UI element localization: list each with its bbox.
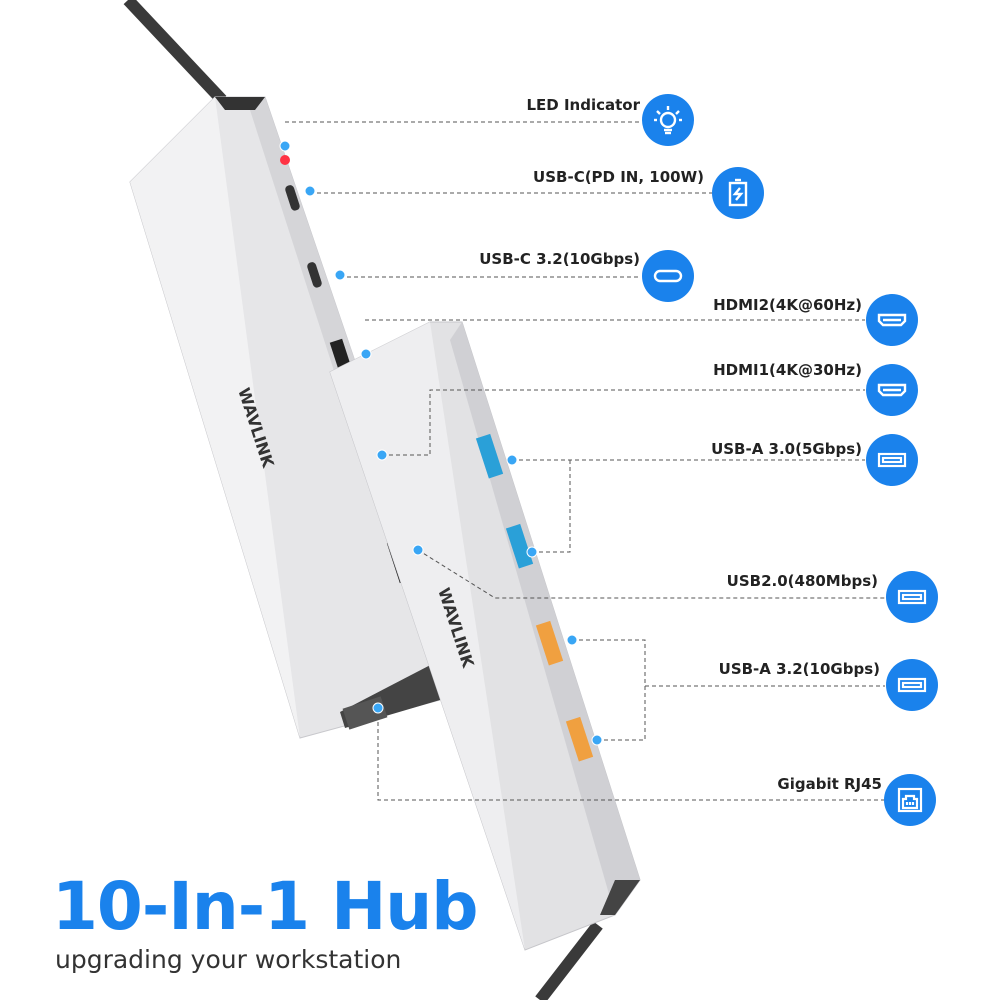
usb-a-port-icon xyxy=(866,434,918,486)
label-hdmi1: HDMI1(4K@30Hz) xyxy=(713,361,862,379)
lightbulb-icon xyxy=(642,94,694,146)
label-hdmi2: HDMI2(4K@60Hz) xyxy=(713,296,862,314)
usb-c-port-icon xyxy=(642,250,694,302)
label-usb-c-pd: USB-C(PD IN, 100W) xyxy=(533,168,704,186)
usb-a-port-icon xyxy=(886,571,938,623)
headline: 10-In-1 Hub xyxy=(52,868,479,945)
callout-dots xyxy=(279,140,603,746)
label-usb-a-30: USB-A 3.0(5Gbps) xyxy=(711,440,862,458)
label-rj45: Gigabit RJ45 xyxy=(777,775,882,793)
ethernet-port-icon xyxy=(884,774,936,826)
callout-lines xyxy=(285,121,885,801)
usb-a-port-icon xyxy=(886,659,938,711)
label-usb-a-32: USB-A 3.2(10Gbps) xyxy=(718,660,880,678)
hdmi-port-icon xyxy=(866,364,918,416)
label-usb-c-32: USB-C 3.2(10Gbps) xyxy=(479,250,640,268)
subheadline: upgrading your workstation xyxy=(55,945,402,974)
cable-top xyxy=(123,0,227,105)
label-usb-20: USB2.0(480Mbps) xyxy=(726,572,878,590)
label-led-indicator: LED Indicator xyxy=(526,96,640,114)
hdmi-port-icon xyxy=(866,294,918,346)
hub-back: WAVLINK xyxy=(329,321,641,951)
battery-charge-icon xyxy=(712,167,764,219)
cable-bottom xyxy=(535,921,603,1000)
